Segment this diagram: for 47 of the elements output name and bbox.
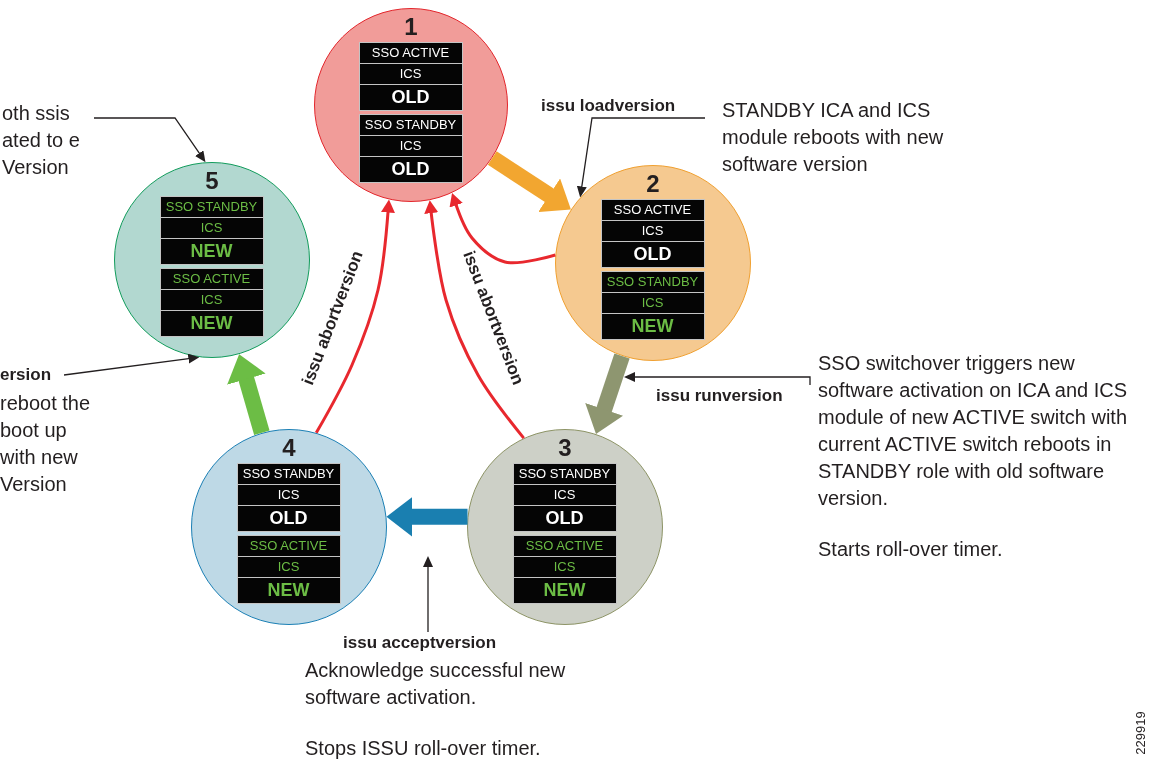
role-label: SSO STANDBY [236,463,341,485]
version-label: NEW [159,310,264,337]
command-label: issu acceptversion [343,632,539,654]
module-label: ICS [236,484,341,506]
step-number: 2 [645,171,661,197]
role-label: SSO STANDBY [512,463,617,485]
step-number: 5 [204,168,220,194]
role-label: SSO STANDBY [358,114,463,136]
command-label: ersion [0,364,64,386]
module-label: ICS [159,289,264,311]
module-label: ICS [236,556,341,578]
role-label: SSO STANDBY [159,196,264,218]
module-label: ICS [358,63,463,85]
description-text: Stops ISSU roll-over timer. [305,736,542,761]
module-label: ICS [512,484,617,506]
command-label: issu loadversion [541,95,709,118]
description-text: Acknowledge successful new software activation. [305,658,567,710]
module-label: ICS [600,292,705,314]
step-number: 1 [403,14,419,40]
role-label: SSO ACTIVE [236,535,341,557]
module-label: ICS [600,220,705,242]
callout-text: oth ssis ated to e Version [2,100,94,208]
version-label: OLD [512,505,617,532]
step-number: 4 [281,435,297,461]
version-label: OLD [236,505,341,532]
module-label: ICS [358,135,463,157]
figure-number: 229919 [1132,711,1148,755]
version-label: NEW [236,577,341,604]
version-label: NEW [600,313,705,340]
module-label: ICS [159,217,264,239]
description-text: SSO switchover triggers new software activation on ICA and ICS module of new ACTIVE switch with current ACTIVE switch reboots in STANDBY role with old software version. [818,351,1129,511]
role-label: SSO ACTIVE [159,268,264,290]
version-label: NEW [159,238,264,265]
description-text: reboot the boot up with new Version [0,391,92,497]
description-text: Starts roll-over timer. [818,537,1004,562]
role-label: SSO STANDBY [600,271,705,293]
version-label: OLD [358,84,463,111]
role-label: SSO ACTIVE [512,535,617,557]
version-label: OLD [358,156,463,183]
step-number: 3 [557,435,573,461]
version-label: OLD [600,241,705,268]
module-label: ICS [512,556,617,578]
description-text: STANDBY ICA and ICS module reboots with new software version [722,98,945,177]
command-label: issu runversion [656,385,810,407]
role-label: SSO ACTIVE [358,42,463,64]
version-label: NEW [512,577,617,604]
role-label: SSO ACTIVE [600,199,705,221]
